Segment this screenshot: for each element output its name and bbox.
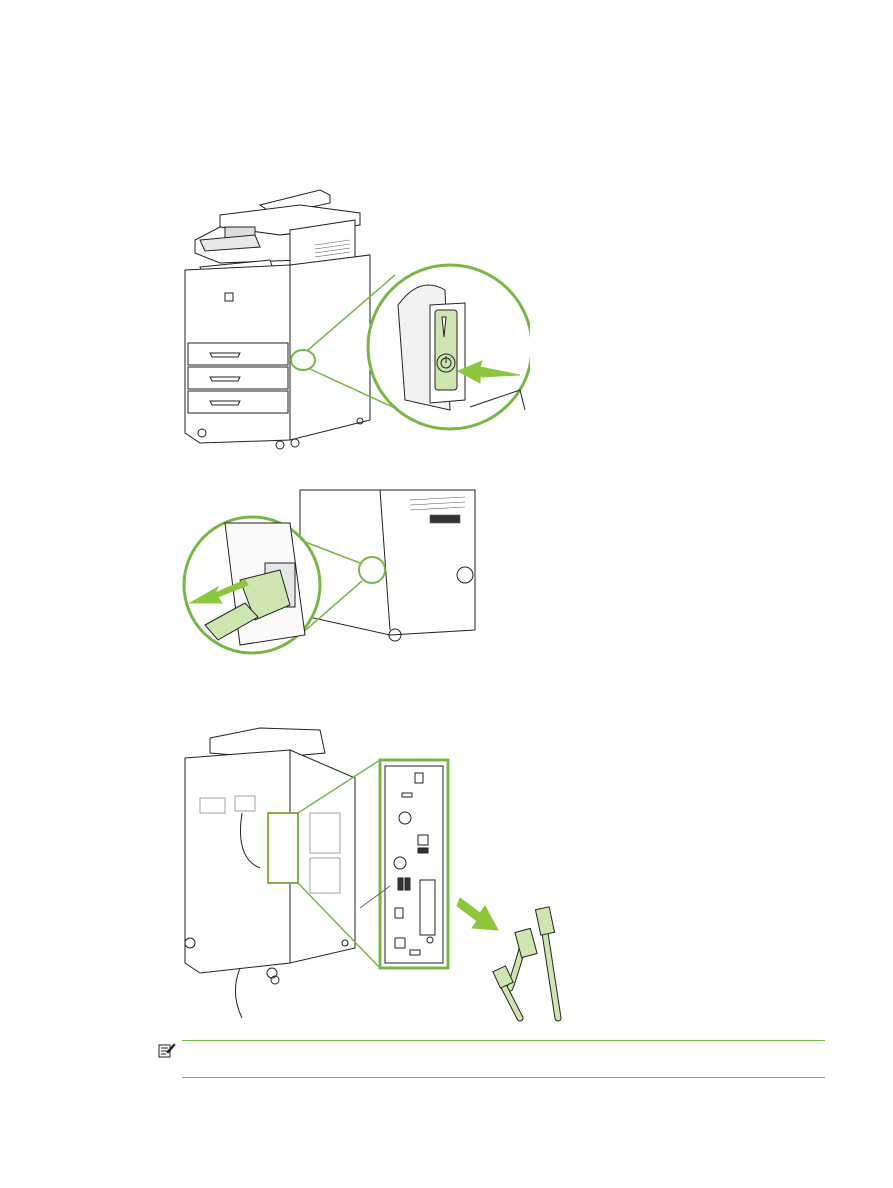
note-block [158, 1040, 825, 1078]
note-rule-bottom [182, 1077, 825, 1078]
figure-power-cord [180, 485, 480, 660]
figure-power-switch [180, 185, 530, 460]
figure-rear-ports [180, 718, 570, 1023]
note-rule-top [182, 1040, 825, 1041]
note-icon [158, 1042, 176, 1058]
